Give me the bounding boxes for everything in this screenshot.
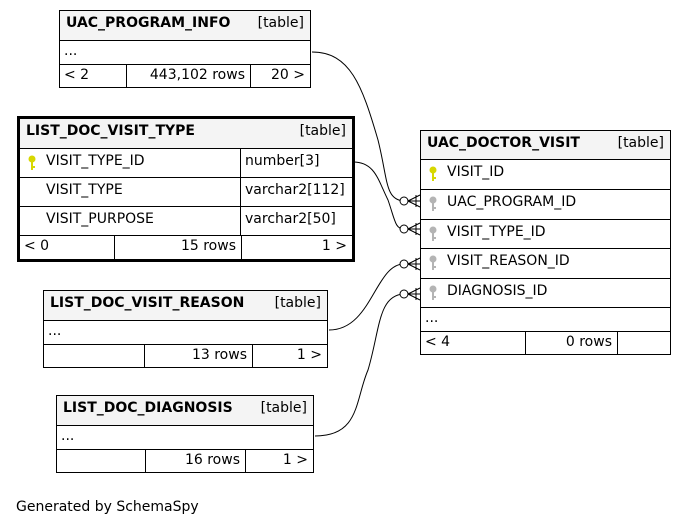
row-count: 443,102 rows	[126, 65, 250, 87]
generated-by-footer: Generated by SchemaSpy	[16, 499, 199, 515]
children-count[interactable]: < 4	[425, 334, 451, 350]
crowfoot-4	[407, 287, 421, 301]
optional-marker-4	[399, 289, 409, 299]
parents-count[interactable]: 1 >	[252, 345, 327, 367]
table-name: LIST_DOC_VISIT_TYPE	[26, 123, 195, 139]
collapsed-columns: ...	[57, 426, 313, 450]
link-diagnosis	[314, 293, 405, 437]
table-list-doc-diagnosis[interactable]: LIST_DOC_DIAGNOSIS [table] ... 16 rows 1…	[56, 395, 314, 473]
row-count: 0 rows	[525, 332, 617, 354]
table-tag: [table]	[617, 135, 664, 151]
table-name: LIST_DOC_DIAGNOSIS	[63, 400, 233, 416]
column-name: VISIT_PURPOSE	[46, 211, 154, 227]
collapsed-columns: ...	[44, 321, 327, 345]
foreign-key-icon	[429, 255, 437, 270]
table-tag: [table]	[299, 123, 346, 139]
table-header: LIST_DOC_DIAGNOSIS [table]	[57, 396, 313, 426]
ellipsis: ...	[425, 310, 439, 326]
table-footer: < 4 0 rows	[421, 332, 670, 354]
children-count[interactable]	[61, 450, 145, 472]
column-type: varchar2[112]	[240, 178, 352, 206]
foreign-key-icon	[429, 226, 437, 241]
table-name: UAC_DOCTOR_VISIT	[427, 135, 580, 151]
column-row[interactable]: VISIT_TYPE_ID	[421, 220, 670, 249]
table-tag: [table]	[274, 295, 321, 311]
optional-marker-2	[399, 224, 409, 234]
table-footer: 13 rows 1 >	[44, 345, 327, 367]
collapsed-columns: ...	[60, 41, 310, 65]
table-name: UAC_PROGRAM_INFO	[66, 15, 231, 31]
primary-key-icon	[28, 155, 36, 170]
optional-marker-3	[399, 259, 409, 269]
children-count[interactable]: < 2	[64, 67, 90, 83]
column-row[interactable]: VISIT_PURPOSE varchar2[50]	[20, 207, 352, 236]
ellipsis: ...	[48, 323, 62, 339]
column-name: VISIT_ID	[447, 164, 505, 180]
column-type: number[3]	[240, 149, 352, 177]
column-row[interactable]: VISIT_TYPE varchar2[112]	[20, 178, 352, 207]
column-name: VISIT_TYPE	[46, 182, 123, 198]
parents-count[interactable]: 1 >	[241, 236, 352, 259]
column-row[interactable]: VISIT_ID	[421, 160, 670, 190]
table-footer: < 2 443,102 rows 20 >	[60, 65, 310, 87]
ellipsis: ...	[64, 43, 78, 59]
table-footer: 16 rows 1 >	[57, 450, 313, 472]
column-name: VISIT_TYPE_ID	[46, 153, 145, 169]
primary-key-icon	[429, 166, 437, 181]
column-name: VISIT_TYPE_ID	[447, 224, 546, 240]
table-uac-doctor-visit[interactable]: UAC_DOCTOR_VISIT [table] VISIT_ID UAC_PR…	[420, 130, 671, 355]
table-header: UAC_DOCTOR_VISIT [table]	[421, 131, 670, 160]
column-row[interactable]: DIAGNOSIS_ID	[421, 279, 670, 308]
table-header: LIST_DOC_VISIT_REASON [table]	[44, 291, 327, 321]
table-footer: < 0 15 rows 1 >	[20, 236, 352, 259]
parents-count[interactable]: 20 >	[250, 65, 310, 87]
table-list-doc-visit-reason[interactable]: LIST_DOC_VISIT_REASON [table] ... 13 row…	[43, 290, 328, 368]
column-type: varchar2[50]	[240, 207, 352, 235]
column-row[interactable]: VISIT_REASON_ID	[421, 249, 670, 279]
collapsed-columns: ...	[421, 308, 670, 332]
column-row[interactable]: UAC_PROGRAM_ID	[421, 190, 670, 220]
table-list-doc-visit-type[interactable]: LIST_DOC_VISIT_TYPE [table] VISIT_TYPE_I…	[17, 116, 355, 262]
optional-marker-1	[399, 196, 409, 206]
parents-count[interactable]: 1 >	[245, 450, 313, 472]
ellipsis: ...	[61, 428, 75, 444]
row-count: 16 rows	[145, 450, 245, 472]
link-visit-reason	[328, 263, 405, 331]
table-name: LIST_DOC_VISIT_REASON	[50, 295, 245, 311]
foreign-key-icon	[429, 285, 437, 300]
table-header: LIST_DOC_VISIT_TYPE [table]	[20, 119, 352, 149]
column-name: VISIT_REASON_ID	[447, 253, 570, 269]
children-count[interactable]	[48, 345, 144, 367]
parents-count[interactable]	[617, 332, 670, 354]
foreign-key-icon	[429, 196, 437, 211]
table-tag: [table]	[257, 15, 304, 31]
column-row[interactable]: VISIT_TYPE_ID number[3]	[20, 149, 352, 178]
table-tag: [table]	[260, 400, 307, 416]
column-name: UAC_PROGRAM_ID	[447, 194, 577, 210]
row-count: 15 rows	[114, 236, 241, 259]
crowfoot-3	[407, 257, 421, 271]
table-uac-program-info[interactable]: UAC_PROGRAM_INFO [table] ... < 2 443,102…	[59, 10, 311, 88]
column-name: DIAGNOSIS_ID	[447, 283, 548, 299]
row-count: 13 rows	[144, 345, 252, 367]
children-count[interactable]: < 0	[24, 238, 50, 254]
crowfoot-1	[407, 194, 421, 208]
link-visit-type	[352, 161, 405, 230]
crowfoot-2	[407, 222, 421, 236]
table-header: UAC_PROGRAM_INFO [table]	[60, 11, 310, 41]
link-program-info	[311, 51, 405, 202]
